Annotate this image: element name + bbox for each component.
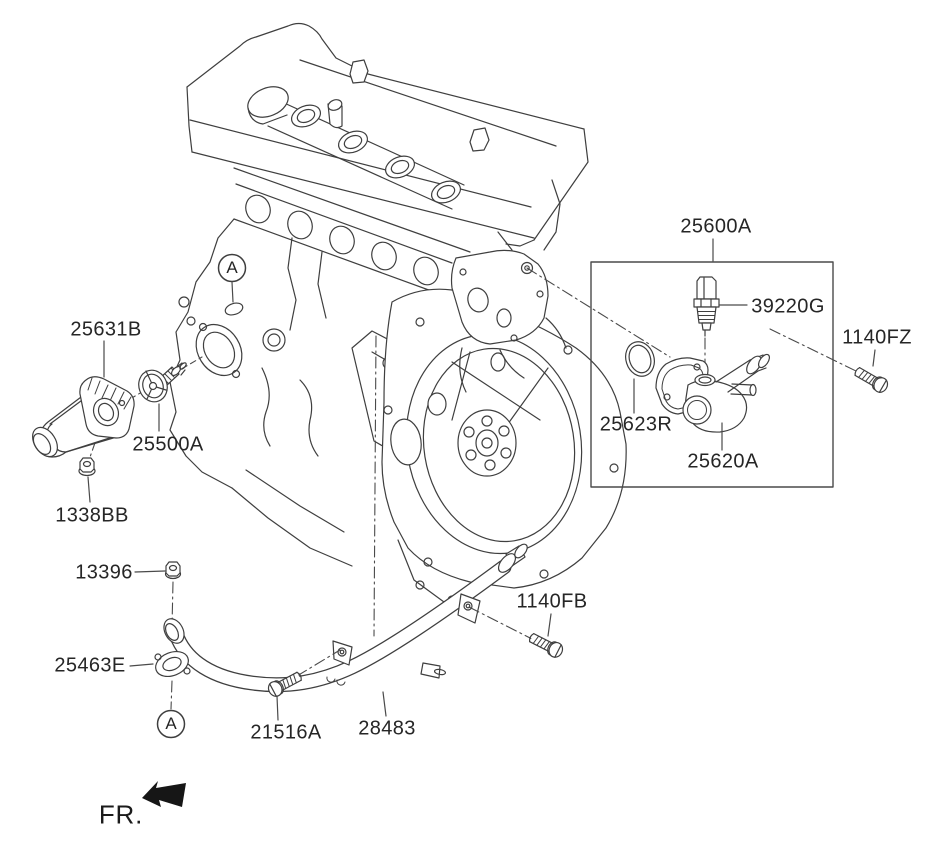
part-label-25623R: 25623R xyxy=(599,413,673,436)
fr-direction-arrow-icon xyxy=(142,781,186,807)
part-label-1140FZ: 1140FZ xyxy=(842,326,912,349)
part-1338BB-nut xyxy=(78,457,96,477)
part-label-25620A: 25620A xyxy=(687,450,759,473)
part-label-25600A: 25600A xyxy=(680,215,752,238)
fr-direction-label: FR. xyxy=(98,799,144,830)
view-callout-a-bottom: A xyxy=(165,714,177,733)
part-label-25463E: 25463E xyxy=(54,654,126,677)
part-label-39220G: 39220G xyxy=(751,295,825,318)
part-25463E-gasket xyxy=(154,650,191,678)
part-label-1338BB: 1338BB xyxy=(55,504,129,527)
part-label-25500A: 25500A xyxy=(132,433,204,456)
part-25631B-water-inlet xyxy=(32,376,135,458)
part-1140FB-bolt xyxy=(529,633,564,658)
part-25500A-thermostat xyxy=(138,362,187,403)
part-label-21516A: 21516A xyxy=(250,721,322,744)
part-39220G-sensor xyxy=(693,276,720,337)
view-callout-a-top: A xyxy=(226,258,238,277)
part-1140FZ-bolt xyxy=(854,367,889,393)
part-label-1140FB: 1140FB xyxy=(516,590,588,613)
part-21516A-bolt xyxy=(267,671,302,697)
part-25623R-oring xyxy=(625,341,655,377)
assembly-box-25600A xyxy=(590,261,834,488)
part-label-13396: 13396 xyxy=(75,561,133,584)
part-25620A-thermostat-housing xyxy=(655,353,771,433)
part-label-25631B: 25631B xyxy=(70,318,142,341)
part-28483-coolant-pipe xyxy=(163,543,528,693)
part-label-28483: 28483 xyxy=(358,717,416,740)
view-callout-circle-bottom xyxy=(156,709,186,739)
leader-lines xyxy=(87,238,876,721)
engine-illustration xyxy=(169,22,627,611)
part-13396-nut xyxy=(164,561,182,580)
bolt-reference-lines xyxy=(296,606,537,677)
